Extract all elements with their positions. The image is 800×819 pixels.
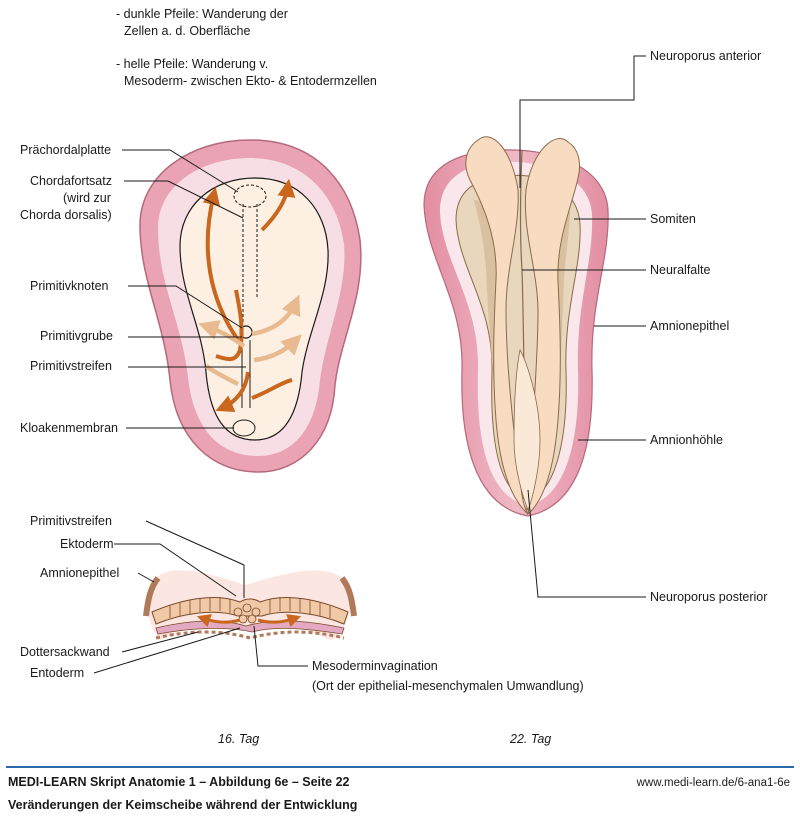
- amnion-epithelium-left: [143, 576, 161, 617]
- dark-arrow-caudal-right: [251, 378, 293, 400]
- label-mesoderm-invagination-note: (Ort der epithelial-mesenchymalen Umwand…: [312, 679, 584, 693]
- label-amnion-epithelium-section: Amnionepithel: [40, 566, 119, 580]
- caption-day16: 16. Tag: [218, 732, 259, 746]
- label-yolk-sac-wall: Dottersackwand: [20, 645, 110, 659]
- legend-light-line1: - helle Pfeile: Wanderung v.: [116, 57, 268, 71]
- invaginating-cells: [233, 603, 261, 624]
- light-arrow-lower-left: [204, 364, 240, 387]
- section-arrow-left: [196, 614, 241, 627]
- label-primitive-node: Primitivknoten: [30, 279, 109, 293]
- label-chordal-process-2: (wird zur: [63, 191, 111, 205]
- yolk-sac-wall: [155, 630, 345, 640]
- legend-light-line2: Mesoderm- zwischen Ekto- & Entodermzelle…: [124, 74, 377, 88]
- footer-url[interactable]: www.medi-learn.de/6-ana1-6e: [636, 777, 790, 789]
- legend: - dunkle Pfeile: Wanderung der Zellen a.…: [116, 7, 377, 88]
- label-section-streak: Primitivstreifen: [30, 514, 112, 528]
- label-endoderm: Entoderm: [30, 666, 84, 680]
- label-neuroporus-anterior: Neuroporus anterior: [650, 49, 761, 63]
- label-chordal-process-3: Chorda dorsalis): [20, 208, 112, 222]
- dark-arrow-lateral: [215, 289, 244, 362]
- footer-title: MEDI-LEARN Skript Anatomie 1 – Abbildung…: [8, 775, 350, 789]
- labels-section: Primitivstreifen Ektoderm Amnionepithel …: [20, 514, 584, 693]
- light-arrow-left: [198, 320, 246, 348]
- neural-plate-inner: [513, 348, 541, 512]
- cross-section: [143, 570, 357, 640]
- label-chordal-process-1: Chordafortsatz: [30, 174, 112, 188]
- labels-day22: Neuroporus anterior Somiten Neuralfalte …: [519, 49, 767, 604]
- section-arrow-right: [257, 614, 302, 627]
- label-somites: Somiten: [650, 212, 696, 226]
- label-amnion-epithelium-day22: Amnionepithel: [650, 319, 729, 333]
- primitive-streak: [241, 340, 251, 408]
- footer-rule: [6, 766, 794, 768]
- label-prechordal-plate: Prächordalplatte: [20, 143, 111, 157]
- prechordal-plate: [233, 184, 267, 208]
- label-primitive-pit: Primitivgrube: [40, 329, 113, 343]
- legend-dark-line1: - dunkle Pfeile: Wanderung der: [116, 7, 288, 21]
- label-neuroporus-posterior: Neuroporus posterior: [650, 590, 767, 604]
- ectoderm-cells: [169, 597, 331, 618]
- caption-day22: 22. Tag: [509, 732, 551, 746]
- dark-arrow-caudal: [215, 371, 250, 413]
- label-neural-fold: Neuralfalte: [650, 263, 710, 277]
- label-primitive-streak: Primitivstreifen: [30, 359, 112, 373]
- label-amnion-cavity: Amnionhöhle: [650, 433, 723, 447]
- germ-disc-day16: [139, 139, 362, 473]
- light-arrow-lower-right: [253, 334, 302, 363]
- footer-subtitle: Veränderungen der Keimscheibe während de…: [8, 798, 358, 812]
- amnion-epithelium-right: [339, 576, 357, 617]
- labels-day16: Prächordalplatte Chordafortsatz (wird zu…: [20, 143, 246, 435]
- dark-arrow-cranial-right: [260, 178, 296, 232]
- label-ectoderm: Ektoderm: [60, 537, 114, 551]
- label-mesoderm-invagination: Mesoderminvagination: [312, 659, 438, 673]
- label-cloacal-membrane: Kloakenmembran: [20, 421, 118, 435]
- light-arrow-right: [251, 294, 301, 337]
- legend-dark-line2: Zellen a. d. Oberfläche: [124, 24, 251, 38]
- dark-arrow-cranial-left: [202, 187, 240, 342]
- embryo-day22: [423, 136, 609, 517]
